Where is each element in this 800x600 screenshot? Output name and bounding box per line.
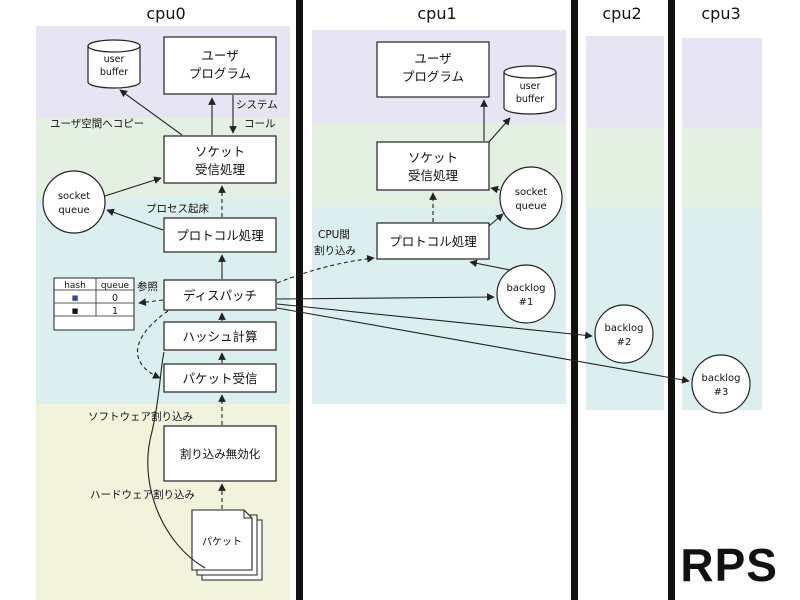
cpu1-user-program-box: ユーザ プログラム	[376, 41, 490, 98]
cpu0-dispatch-box: ディスパッチ	[163, 279, 277, 311]
edge-cpu1-protocol-to-socket-queue	[488, 213, 504, 227]
cpu2-socket-band	[586, 128, 664, 208]
edge-cpu1-recv-to-user-buffer	[488, 117, 511, 143]
cpu2-user-band	[586, 36, 664, 128]
svg-text:queue: queue	[515, 201, 546, 212]
svg-text:#2: #2	[617, 337, 632, 348]
svg-text:パケット: パケット	[202, 536, 242, 548]
edge-protocol-to-socket-queue	[106, 208, 164, 231]
cpu0-syscall-label-1: システム	[236, 99, 278, 111]
svg-text:プログラム: プログラム	[402, 69, 464, 84]
svg-text:queue: queue	[58, 205, 89, 216]
cpu0-protocol-box: プロトコル処理	[163, 217, 277, 253]
cpu0-hard-irq-label: ハードウェア割り込み	[90, 488, 195, 501]
cpu0-socket-queue: socket queue	[42, 170, 106, 234]
cpu1-backlog: backlog #1	[496, 264, 556, 324]
svg-text:backlog: backlog	[604, 323, 643, 334]
cpu0-user-buffer: user buffer	[87, 39, 141, 89]
cpu0-copy-to-user-label: ユーザ空間へコピー	[50, 117, 144, 130]
svg-text:backlog: backlog	[701, 373, 740, 384]
hash-table-queue-0: 0	[112, 293, 118, 304]
svg-text:user: user	[104, 54, 125, 65]
cpu2-backlog: backlog #2	[594, 304, 654, 364]
svg-text:ソケット: ソケット	[195, 144, 245, 159]
cpu0-irq-disable-box: 割り込み無効化	[163, 425, 277, 482]
hash-table-header-queue: queue	[101, 281, 130, 291]
svg-text:socket: socket	[515, 187, 547, 198]
edge-dispatch-to-cpu1-protocol	[276, 254, 375, 284]
cpu3-socket-band	[682, 128, 762, 208]
cpu1-user-buffer: user buffer	[503, 65, 557, 115]
cpu0-soft-irq-label: ソフトウェア割り込み	[88, 410, 193, 423]
svg-text:#1: #1	[519, 297, 534, 308]
svg-text:buffer: buffer	[516, 94, 544, 105]
svg-text:受信処理: 受信処理	[408, 168, 459, 183]
edge-socket-recv-to-user-buffer	[119, 89, 183, 136]
cpu2-header: cpu2	[602, 4, 641, 23]
svg-text:受信処理: 受信処理	[195, 162, 246, 177]
hash-table-marker-0: ■	[72, 294, 79, 302]
svg-text:ユーザ: ユーザ	[201, 48, 238, 63]
hash-table: hash queue ■ 0 ■ 1	[53, 277, 135, 331]
cpu1-header: cpu1	[417, 4, 456, 23]
cpu-separator-1	[296, 0, 303, 600]
cpu0-reference-label: 参照	[137, 280, 158, 293]
cpu0-socket-recv-box: ソケット 受信処理	[163, 135, 277, 184]
edge-cpu1-socket-queue-to-recv	[490, 185, 501, 194]
rps-watermark: RPS	[680, 539, 778, 591]
hash-table-header-hash: hash	[64, 281, 86, 291]
hash-table-queue-1: 1	[112, 306, 118, 317]
edge-backlog1-to-cpu1-protocol	[469, 259, 511, 271]
cpu0-user-program-box: ユーザ プログラム	[163, 36, 277, 95]
cpu1-protocol-box: プロトコル処理	[376, 222, 490, 260]
svg-text:ハッシュ計算: ハッシュ計算	[182, 329, 257, 344]
edge-dispatch-to-backlog-3	[276, 307, 690, 384]
edge-hard-irq-curve	[147, 351, 206, 569]
svg-text:割り込み無効化: 割り込み無効化	[180, 447, 261, 461]
svg-text:socket: socket	[58, 191, 90, 202]
cpu0-hash-calc-box: ハッシュ計算	[163, 321, 277, 351]
cpu0-header: cpu0	[146, 4, 185, 23]
cpu3-backlog: backlog #3	[691, 354, 751, 414]
edge-hash-loop	[137, 310, 169, 379]
svg-text:#3: #3	[714, 387, 729, 398]
hash-table-marker-1: ■	[72, 307, 79, 315]
cpu0-syscall-label-2: コール	[244, 118, 276, 130]
svg-text:ディスパッチ: ディスパッチ	[183, 288, 257, 303]
svg-text:backlog: backlog	[506, 283, 545, 294]
cpu0-packet-recv-box: パケット受信	[163, 363, 277, 393]
svg-text:プログラム: プログラム	[189, 66, 251, 81]
cpu-separator-2	[571, 0, 578, 600]
cpu0-process-wakeup-label: プロセス起床	[146, 202, 209, 215]
svg-text:ユーザ: ユーザ	[414, 51, 451, 66]
edge-socket-queue-to-socket-recv	[104, 176, 162, 197]
svg-text:プロトコル処理: プロトコル処理	[176, 228, 264, 243]
edge-dispatch-to-backlog-1	[276, 293, 495, 301]
cpu3-user-band	[682, 38, 762, 128]
cpu1-socket-queue: socket queue	[499, 166, 563, 230]
edge-dispatch-to-backlog-2	[276, 303, 593, 340]
cpu1-ipi-label-2: 割り込み	[314, 244, 356, 257]
cpu0-packet-stack: パケット	[191, 509, 263, 581]
svg-text:user: user	[520, 81, 541, 92]
svg-text:buffer: buffer	[100, 67, 128, 78]
cpu3-header: cpu3	[701, 4, 740, 23]
cpu1-ipi-label-1: CPU間	[318, 229, 350, 241]
svg-text:パケット受信: パケット受信	[182, 371, 257, 386]
svg-text:プロトコル処理: プロトコル処理	[389, 234, 477, 249]
cpu1-socket-recv-box: ソケット 受信処理	[376, 141, 490, 191]
svg-text:ソケット: ソケット	[408, 150, 458, 165]
cpu-separator-3	[668, 0, 675, 600]
